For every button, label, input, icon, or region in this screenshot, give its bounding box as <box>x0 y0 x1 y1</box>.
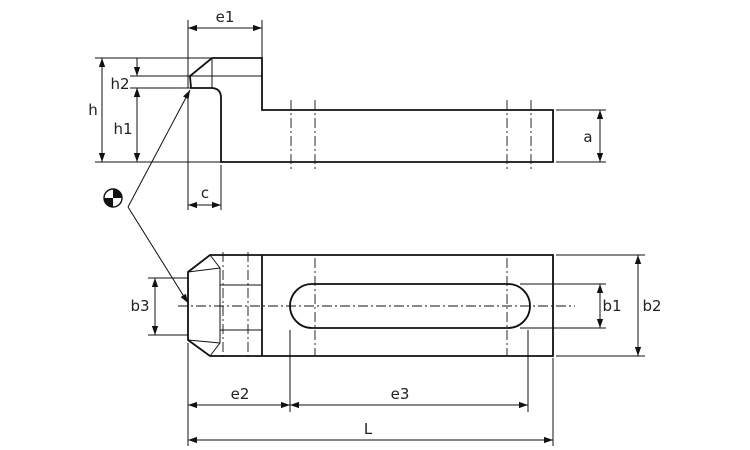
dimension-b2-label: b2 <box>642 297 661 315</box>
dimension-b3: b3 <box>130 277 188 336</box>
side-view-outline <box>189 57 554 163</box>
dimension-h-label: h <box>88 101 98 119</box>
dimension-e2-label: e2 <box>231 385 250 403</box>
dimension-e3: e3 <box>290 330 529 412</box>
top-view <box>178 252 575 360</box>
center-of-gravity-icon <box>103 188 123 208</box>
dimension-e2: e2 <box>187 330 291 446</box>
side-view-nose-edge <box>190 58 262 88</box>
dimension-b1: b1 <box>520 283 622 329</box>
dimension-a: a <box>556 109 606 163</box>
dimension-e1-label: e1 <box>216 8 235 26</box>
dimension-b1-label: b1 <box>602 297 621 315</box>
dimension-c-label: c <box>201 184 209 202</box>
top-view-outline <box>187 254 554 357</box>
dimension-e1: e1 <box>187 8 263 88</box>
dimension-a-label: a <box>583 128 592 146</box>
dimension-h1-label: h1 <box>113 120 132 138</box>
dimension-L: L <box>188 358 554 446</box>
dimension-h1: h1 <box>113 88 141 162</box>
top-view-nose-chamfer <box>187 254 262 357</box>
center-of-gravity-leaders <box>127 89 191 304</box>
dimension-h: h <box>88 57 221 163</box>
dimension-b2: b2 <box>556 254 662 357</box>
dimension-h2-label: h2 <box>110 75 129 93</box>
dimension-h2: h2 <box>110 58 191 106</box>
side-view <box>189 57 554 170</box>
dimension-L-label: L <box>364 420 373 438</box>
dimension-c: c <box>187 92 222 210</box>
dimension-e3-label: e3 <box>391 385 410 403</box>
dimension-b3-label: b3 <box>130 297 149 315</box>
